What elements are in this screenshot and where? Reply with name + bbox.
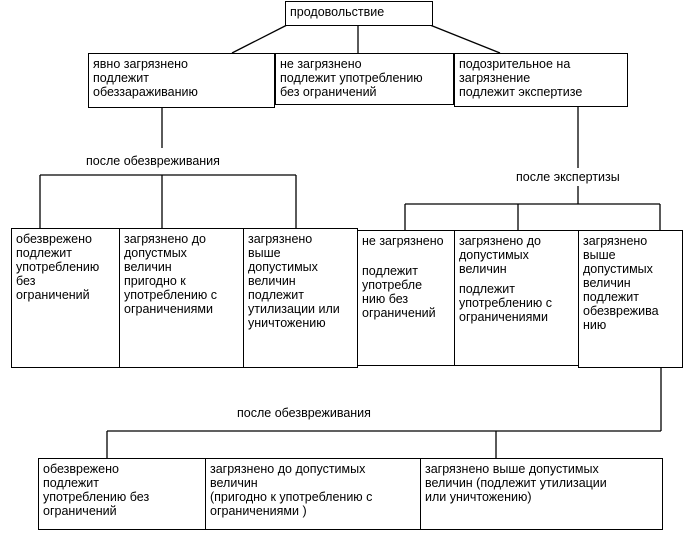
node-text: подозрительное на загрязнение подлежит э… [459, 57, 583, 99]
node-text: обезврежено подлежит употреблению без ог… [43, 462, 150, 518]
label-after-disinfection-2: после обезвреживания [235, 406, 373, 420]
node-expertise-above-limit: загрязнено выше допустимых величин подле… [578, 230, 683, 368]
node-suspected-contamination: подозрительное на загрязнение подлежит э… [454, 53, 628, 107]
node-expertise-below-limit: загрязнено до допустимых величин подлежи… [454, 230, 579, 366]
connector-root-left [231, 24, 288, 54]
node-final-above-limit: загрязнено выше допустимых величин (подл… [420, 458, 663, 530]
node-text: обезврежено подлежит употреблению без ог… [16, 232, 100, 302]
root-node: продовольствие [285, 1, 433, 26]
node-disinfected-unrestricted: обезврежено подлежит употреблению без ог… [11, 228, 121, 368]
node-text: не загрязнено подлежит употреблению без … [280, 57, 423, 99]
node-above-limit-disposal: загрязнено выше допустимых величин подле… [243, 228, 358, 368]
node-below-limit-restricted: загрязнено до допустмых величин пригодно… [119, 228, 244, 368]
connector-root-right [429, 24, 501, 54]
node-final-disinfected: обезврежено подлежит употреблению без ог… [38, 458, 206, 530]
node-text-line1: загрязнено до допустимых величин [459, 234, 541, 276]
node-text: загрязнено выше допустимых величин (подл… [425, 462, 607, 504]
label-after-disinfection-1: после обезвреживания [84, 154, 222, 168]
node-not-contaminated: не загрязнено подлежит употреблению без … [275, 53, 454, 105]
node-text: загрязнено до допустмых величин пригодно… [124, 232, 218, 316]
node-text: загрязнено до допустимых величин (пригод… [210, 462, 373, 518]
node-text-line2: подлежит употреблению с ограничениями [459, 282, 553, 324]
label-after-expertise: после экспертизы [514, 170, 622, 184]
node-text: загрязнено выше допустимых величин подле… [583, 234, 659, 332]
root-text: продовольствие [290, 5, 385, 19]
node-final-below-limit: загрязнено до допустимых величин (пригод… [205, 458, 421, 530]
node-text: явно загрязнено подлежит обеззараживанию [93, 57, 198, 99]
node-text: загрязнено выше допустимых величин подле… [248, 232, 340, 330]
node-expertise-not-contaminated: не загрязнено подлежит употребле нию без… [357, 230, 455, 366]
node-text-line2: подлежит употребле нию без ограничений [362, 264, 436, 320]
node-text-line1: не загрязнено [362, 234, 444, 248]
node-clearly-contaminated: явно загрязнено подлежит обеззараживанию [88, 53, 275, 108]
